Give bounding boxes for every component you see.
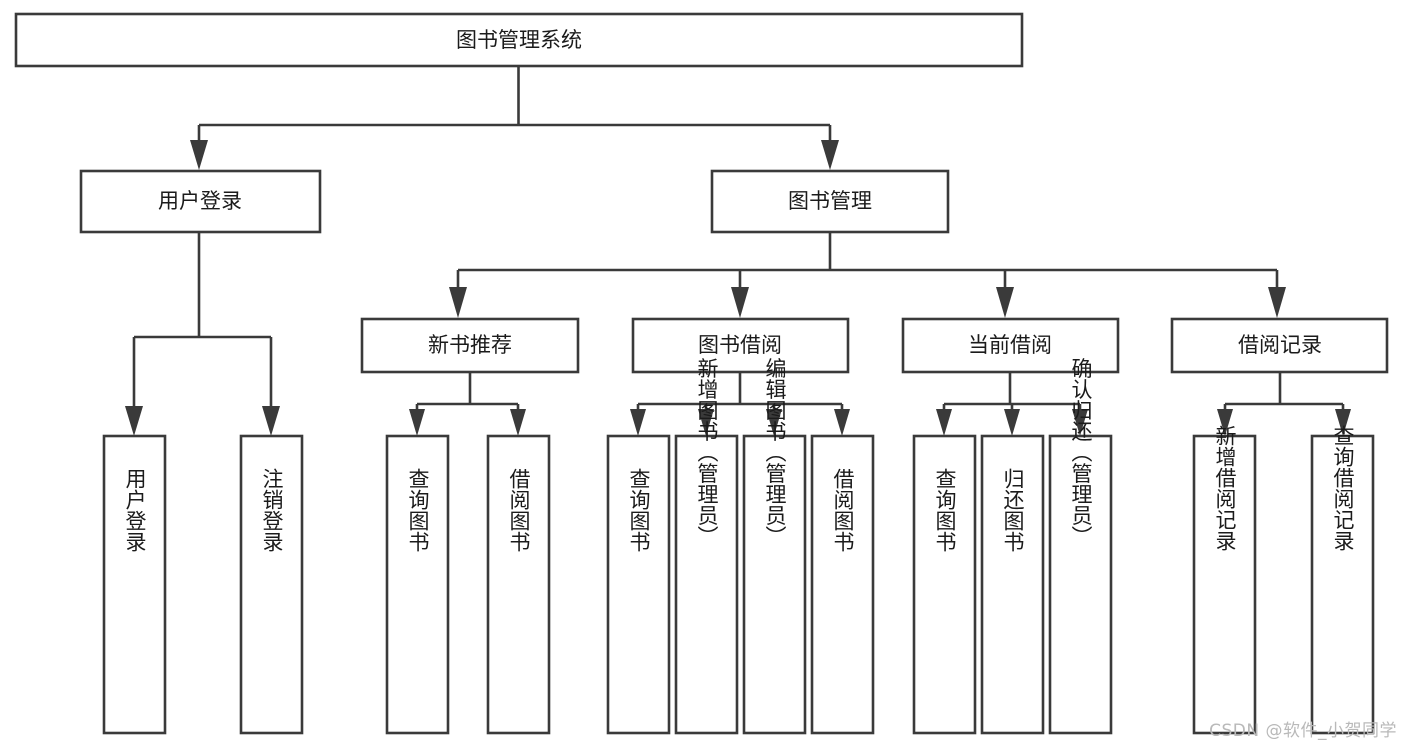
node-borrow-record-label: 借阅记录 bbox=[1238, 333, 1322, 357]
connector-group-borrow-record bbox=[1217, 372, 1351, 436]
connector-group-new-book bbox=[409, 372, 526, 436]
connector-group-book-borrow bbox=[630, 372, 850, 436]
node-new-book-recommend-box[interactable] bbox=[360, 317, 580, 374]
node-new-book-recommend-label: 新书推荐 bbox=[428, 333, 512, 357]
arrowhead-user-login bbox=[190, 140, 208, 170]
arrowhead-current-borrow bbox=[996, 287, 1014, 318]
leaf-borrow-borrow-book-box[interactable] bbox=[810, 434, 875, 735]
node-new-book-recommend[interactable]: 新书推荐 bbox=[360, 317, 580, 374]
node-user-login-box[interactable] bbox=[79, 169, 322, 234]
node-user-login[interactable]: 用户登录 bbox=[79, 169, 322, 234]
leaf-record-query[interactable]: 查询借阅记录 bbox=[1310, 425, 1375, 735]
leaf-current-return-book-box[interactable] bbox=[980, 434, 1045, 735]
arrowhead-book-borrow-leaf-2 bbox=[698, 409, 714, 436]
arrowhead-new-book-leaf-2 bbox=[510, 409, 526, 436]
leaf-current-return-book[interactable]: 归还图书 bbox=[980, 434, 1045, 735]
leaf-borrow-edit-book-label: 编辑图书（管理员） bbox=[763, 358, 787, 547]
leaf-record-query-box[interactable] bbox=[1310, 434, 1375, 735]
arrowhead-current-borrow-leaf-1 bbox=[936, 409, 952, 436]
leaf-logout[interactable]: 注销登录 bbox=[239, 434, 304, 735]
node-current-borrow-box[interactable] bbox=[901, 317, 1120, 374]
arrowhead-current-borrow-leaf-2 bbox=[1004, 409, 1020, 436]
node-borrow-record-box[interactable] bbox=[1170, 317, 1389, 374]
arrowhead-borrow-record-leaf-1 bbox=[1217, 409, 1233, 436]
leaf-current-confirm-return[interactable]: 确认归还（管理员） bbox=[1048, 358, 1113, 735]
leaf-logout-box[interactable] bbox=[239, 434, 304, 735]
node-current-borrow[interactable]: 当前借阅 bbox=[901, 317, 1120, 374]
leaf-current-return-book-label: 归还图书 bbox=[1001, 468, 1025, 552]
arrowhead-book-borrow-leaf-1 bbox=[630, 409, 646, 436]
leaf-logout-label: 注销登录 bbox=[260, 468, 284, 552]
node-book-management-box[interactable] bbox=[710, 169, 950, 234]
leaf-borrow-add-book-label: 新增图书（管理员） bbox=[695, 358, 719, 547]
leaf-new-book-query-label: 查询图书 bbox=[406, 468, 430, 552]
leaf-borrow-query-book-label: 查询图书 bbox=[627, 468, 651, 552]
csdn-watermark: CSDN @软件_小贺同学 bbox=[1209, 721, 1397, 741]
leaf-record-add-box[interactable] bbox=[1192, 434, 1257, 735]
arrowhead-book-borrow-leaf-4 bbox=[834, 409, 850, 436]
leaf-new-book-borrow-box[interactable] bbox=[486, 434, 551, 735]
leaf-new-book-query-box[interactable] bbox=[385, 434, 450, 735]
node-root-label: 图书管理系统 bbox=[456, 28, 582, 52]
arrowhead-current-borrow-leaf-3 bbox=[1072, 409, 1088, 436]
leaf-current-query-book-label: 查询图书 bbox=[933, 468, 957, 552]
arrowhead-book-borrow-leaf-3 bbox=[766, 409, 782, 436]
node-book-borrow-label: 图书借阅 bbox=[698, 333, 782, 357]
leaf-borrow-query-book[interactable]: 查询图书 bbox=[606, 434, 671, 735]
node-book-management-label: 图书管理 bbox=[788, 189, 872, 213]
leaf-user-login-label: 用户登录 bbox=[123, 468, 147, 552]
connector-group-root bbox=[190, 66, 839, 170]
leaf-current-query-book[interactable]: 查询图书 bbox=[912, 434, 977, 735]
leaf-current-query-book-box[interactable] bbox=[912, 434, 977, 735]
leaf-record-add-label: 新增借阅记录 bbox=[1213, 425, 1237, 551]
leaf-current-confirm-return-label: 确认归还（管理员） bbox=[1069, 358, 1093, 547]
leaf-borrow-add-book[interactable]: 新增图书（管理员） bbox=[674, 358, 739, 735]
arrowhead-leaf-logout bbox=[262, 406, 280, 436]
connector-group-current-borrow bbox=[936, 372, 1088, 436]
node-borrow-record[interactable]: 借阅记录 bbox=[1170, 317, 1389, 374]
node-user-login-label: 用户登录 bbox=[158, 189, 242, 213]
leaf-user-login-box[interactable] bbox=[102, 434, 167, 735]
arrowhead-leaf-user-login bbox=[125, 406, 143, 436]
arrowhead-borrow-record-leaf-2 bbox=[1335, 409, 1351, 436]
leaf-record-add[interactable]: 新增借阅记录 bbox=[1192, 425, 1257, 735]
arrowhead-book-mgmt bbox=[821, 140, 839, 170]
leaf-borrow-borrow-book-label: 借阅图书 bbox=[831, 468, 855, 552]
leaf-new-book-borrow[interactable]: 借阅图书 bbox=[486, 434, 551, 735]
leaf-borrow-add-book-box[interactable] bbox=[674, 434, 739, 735]
arrowhead-borrow-record bbox=[1268, 287, 1286, 318]
node-current-borrow-label: 当前借阅 bbox=[968, 333, 1052, 357]
arrowhead-new-book bbox=[449, 287, 467, 318]
connector-group-book-mgmt bbox=[449, 232, 1286, 318]
node-root-book-management-system[interactable]: 图书管理系统 bbox=[14, 12, 1024, 68]
leaf-record-query-label: 查询借阅记录 bbox=[1331, 425, 1355, 551]
leaf-user-login[interactable]: 用户登录 bbox=[102, 434, 167, 735]
connector-group-user-login bbox=[125, 232, 280, 436]
arrowhead-new-book-leaf-1 bbox=[409, 409, 425, 436]
arrowhead-book-borrow bbox=[731, 287, 749, 318]
node-book-management[interactable]: 图书管理 bbox=[710, 169, 950, 234]
leaf-borrow-edit-book-box[interactable] bbox=[742, 434, 807, 735]
node-book-borrow[interactable]: 图书借阅 bbox=[631, 317, 850, 374]
node-book-borrow-box[interactable] bbox=[631, 317, 850, 374]
node-root-box[interactable] bbox=[14, 12, 1024, 68]
leaf-new-book-borrow-label: 借阅图书 bbox=[507, 468, 531, 552]
leaf-borrow-borrow-book[interactable]: 借阅图书 bbox=[810, 434, 875, 735]
leaf-current-confirm-return-box[interactable] bbox=[1048, 434, 1113, 735]
leaf-borrow-edit-book[interactable]: 编辑图书（管理员） bbox=[742, 358, 807, 735]
leaf-new-book-query[interactable]: 查询图书 bbox=[385, 434, 450, 735]
leaf-borrow-query-book-box[interactable] bbox=[606, 434, 671, 735]
